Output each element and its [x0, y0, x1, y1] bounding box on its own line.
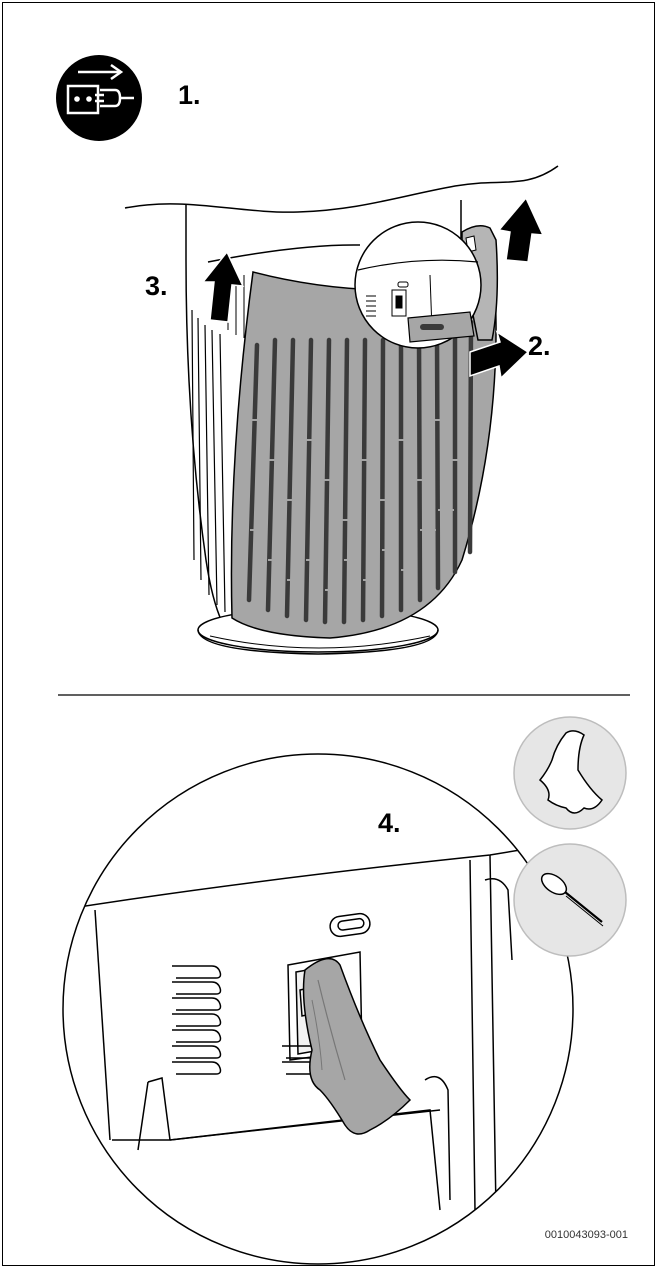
- step-3-label: 3.: [145, 271, 168, 301]
- document-number: 0010043093-001: [545, 1229, 628, 1241]
- step-1-label: 1.: [178, 80, 201, 110]
- cleaning-cloth-icon: [514, 717, 626, 829]
- detail-magnifier: [355, 222, 481, 348]
- cotton-swab-icon: [514, 844, 626, 956]
- cleaning-detail: [60, 754, 573, 1264]
- step-2-label: 2.: [528, 331, 551, 361]
- unplug-power-icon: [56, 55, 142, 141]
- step-4-label: 4.: [378, 808, 401, 838]
